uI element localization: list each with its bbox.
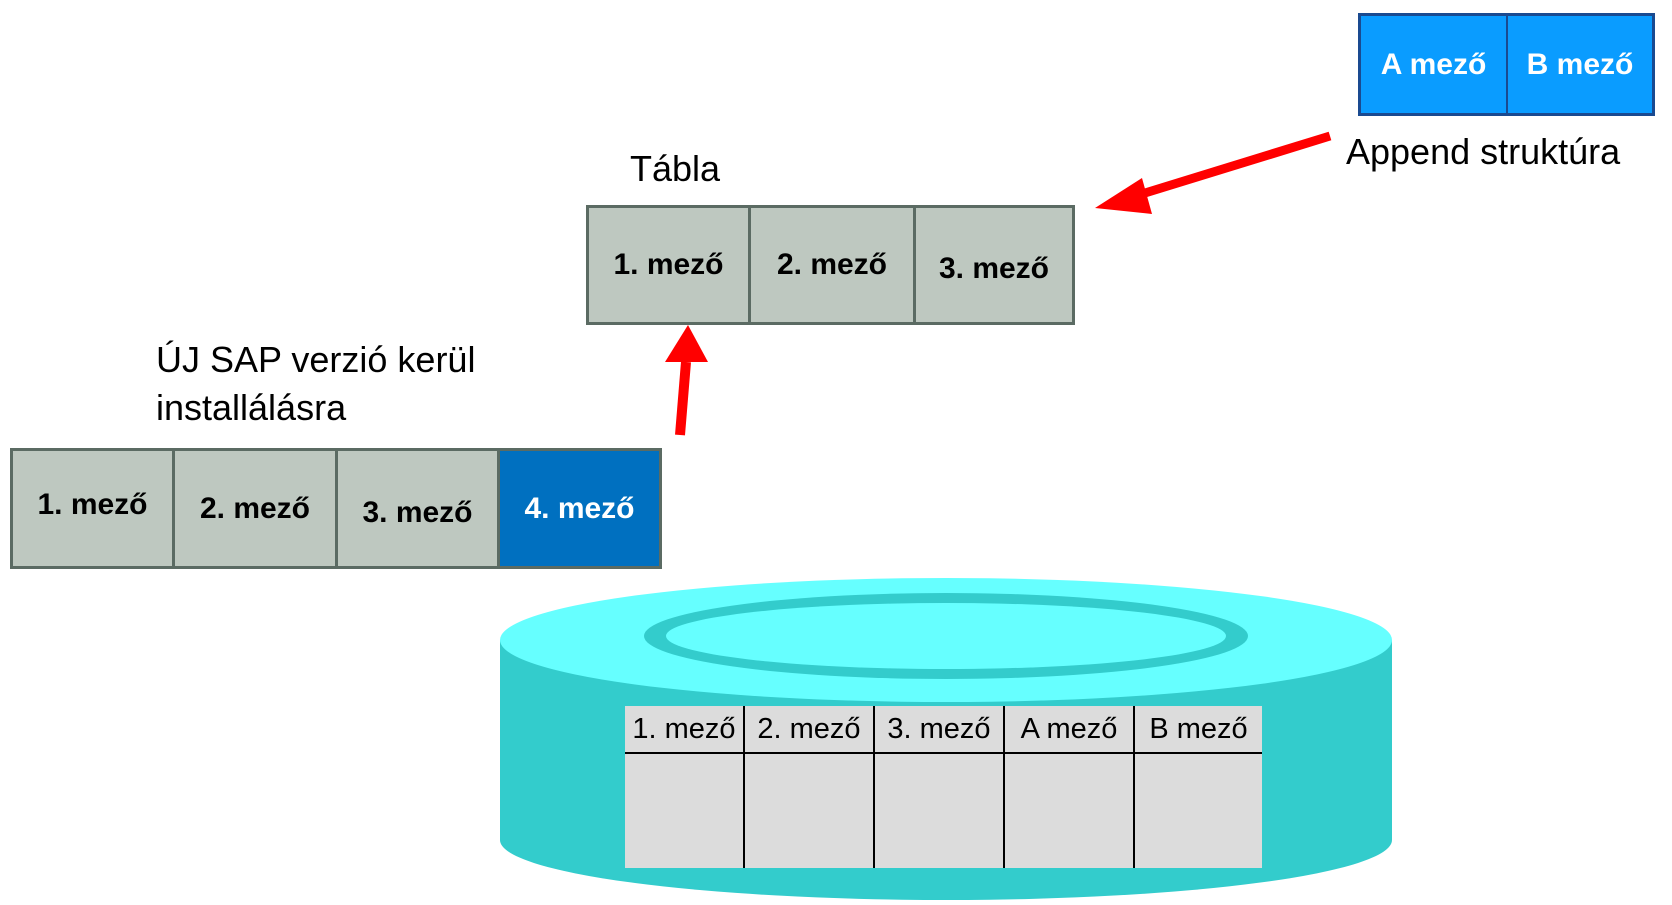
database-table: 1. mező 2. mező 3. mező A mező B mező [625, 706, 1262, 868]
db-cell [745, 754, 875, 868]
new-version-field-3: 3. mező [338, 451, 500, 566]
db-column-header: A mező [1005, 706, 1135, 752]
append-structure: A mező B mező [1358, 13, 1655, 116]
db-cell [875, 754, 1005, 868]
db-column-header: B mező [1149, 712, 1248, 745]
db-cell [1005, 754, 1135, 868]
new-version-field-2: 2. mező [175, 451, 338, 566]
db-cell [625, 754, 745, 868]
table-label: Tábla [630, 148, 721, 189]
arrow-new-version-to-table [665, 325, 708, 436]
db-column-header: 2. mező [745, 706, 875, 752]
database-table-body [625, 754, 1262, 868]
table: 1. mező 2. mező 3. mező [586, 205, 1075, 325]
append-field-b: B mező [1526, 47, 1634, 81]
append-structure-label: Append struktúra [1346, 131, 1621, 172]
db-cell [1135, 754, 1262, 868]
table-field-1: 1. mező [589, 208, 751, 322]
new-version-label-line2: installálásra [156, 387, 347, 428]
new-version-field-4: 4. mező [500, 451, 659, 566]
database-table-header: 1. mező 2. mező 3. mező A mező B mező [625, 706, 1262, 754]
table-field-2: 2. mező [751, 208, 916, 322]
db-column-header: 3. mező [875, 706, 1005, 752]
arrow-append-to-table [1095, 131, 1332, 214]
new-version-table: 1. mező 2. mező 3. mező 4. mező [10, 448, 662, 569]
new-version-label-line1: ÚJ SAP verzió kerül [156, 339, 476, 380]
new-version-field-1: 1. mező [13, 451, 175, 566]
db-column-header: 1. mező [625, 706, 745, 752]
table-field-3: 3. mező [938, 252, 1050, 285]
append-field-a: A mező [1361, 16, 1508, 113]
